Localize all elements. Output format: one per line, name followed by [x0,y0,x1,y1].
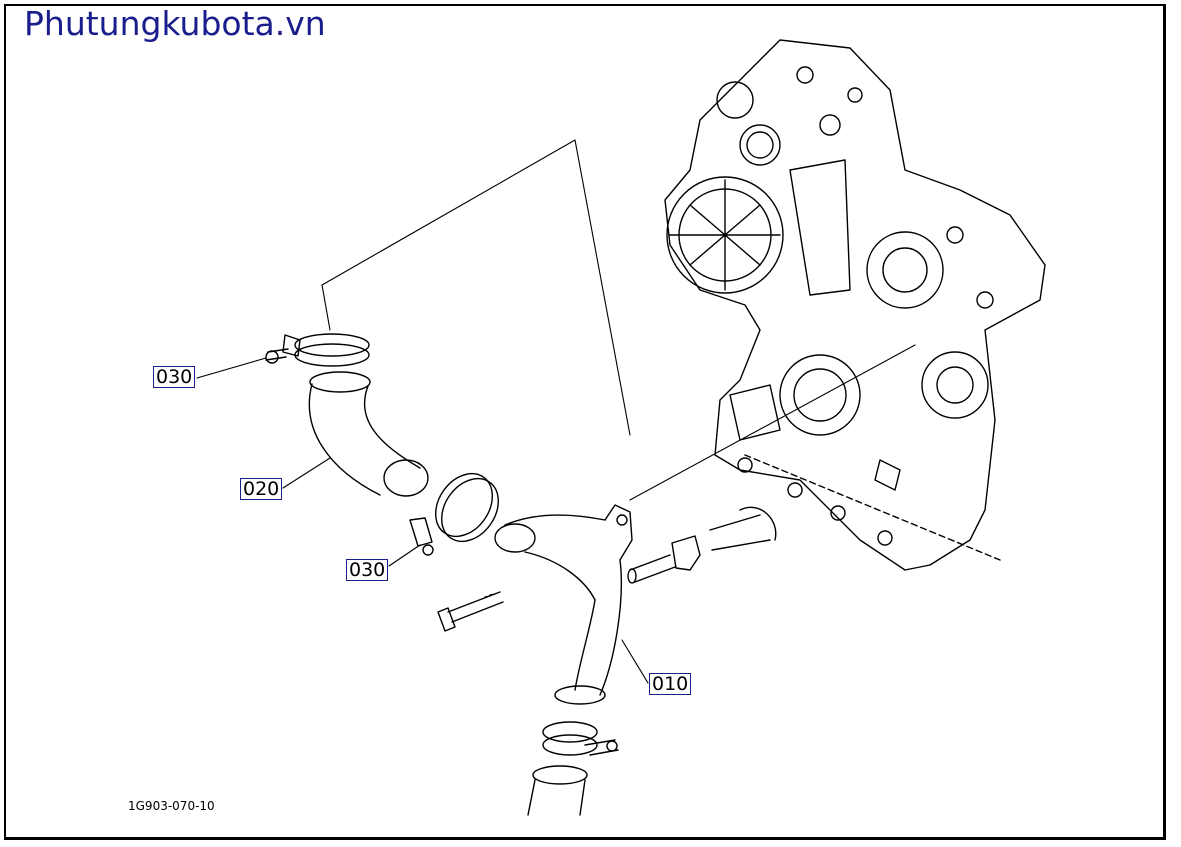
brand-watermark: Phutungkubota.vn [24,4,326,43]
callout-030-lower: 030 [346,559,389,581]
diagram-frame [4,4,1166,840]
callout-020: 020 [240,478,283,500]
middle-hose-clamp [409,472,499,556]
engine-gear-case [664,39,1046,571]
elbow-hose [308,371,429,497]
mounting-bolt [437,591,504,632]
callout-leaders [196,357,649,684]
drawing-code: 1G903-070-10 [128,799,215,813]
y-water-pipe [494,344,916,705]
callout-010: 010 [649,673,692,695]
lower-hose-clamp [527,721,619,816]
upper-hose-clamp [265,333,370,367]
callout-030-upper: 030 [153,366,196,388]
bypass-hose [627,506,777,584]
